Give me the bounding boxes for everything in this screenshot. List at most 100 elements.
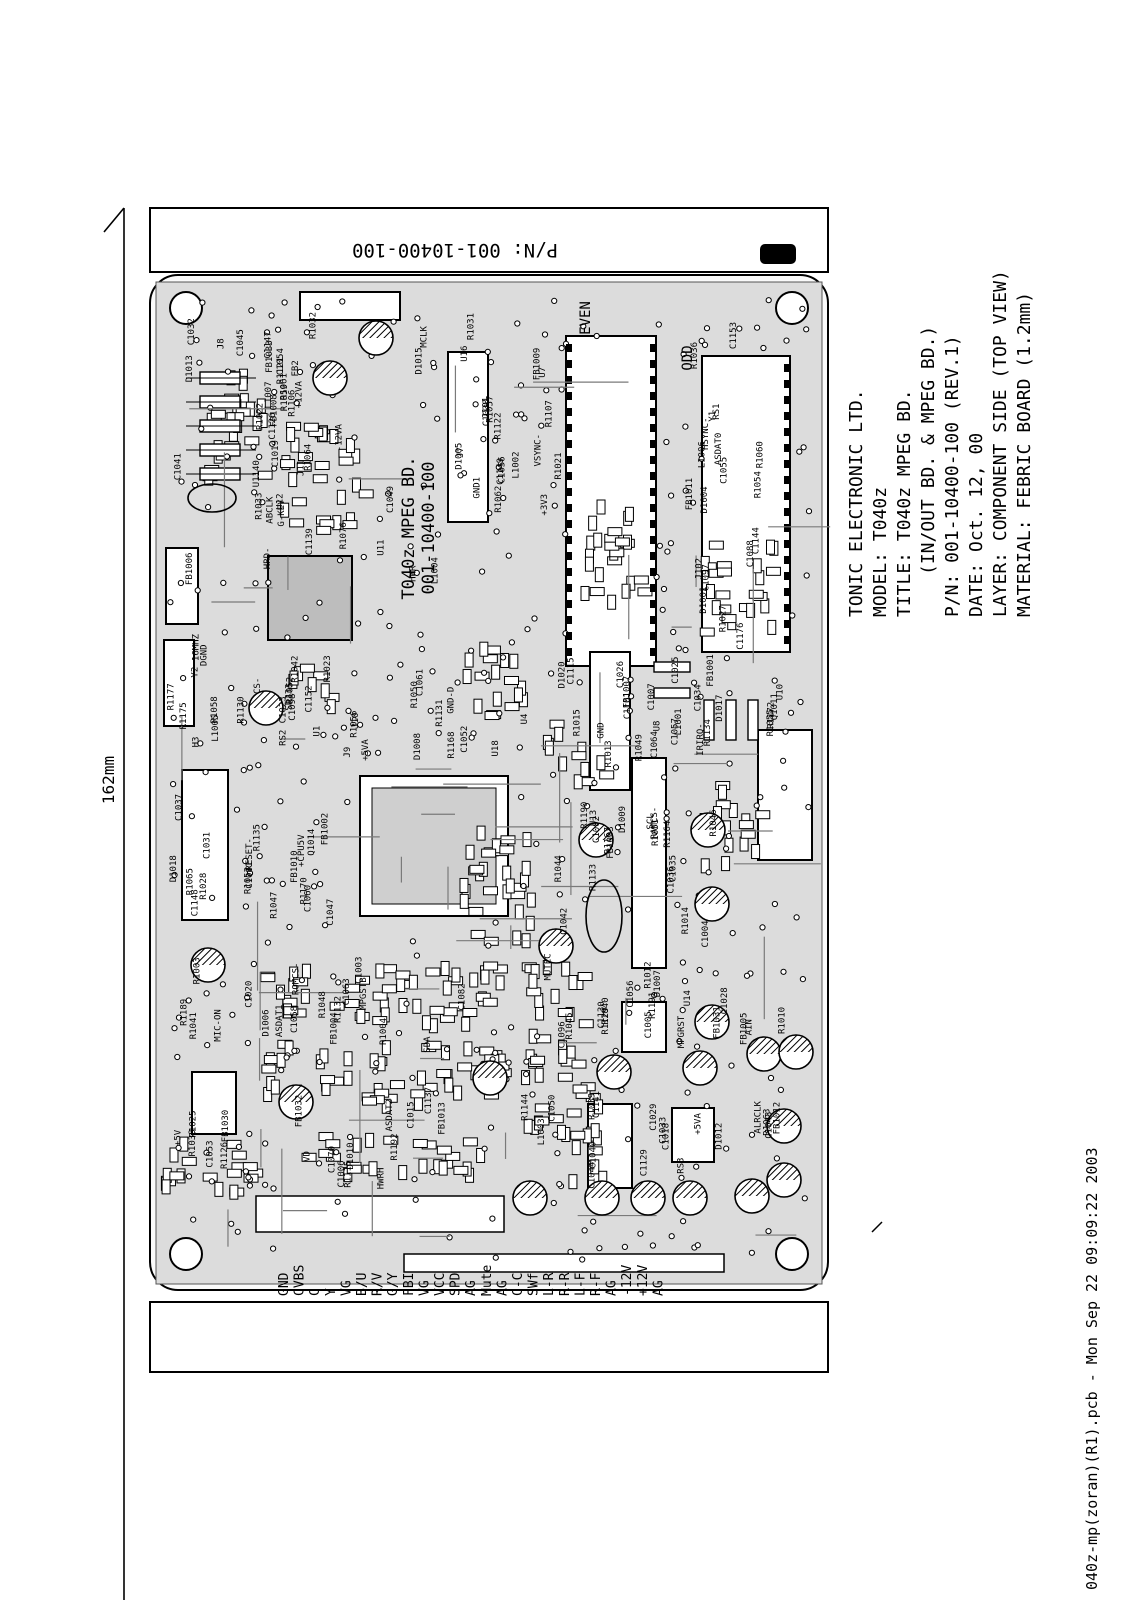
ref-designator: C1060 <box>303 885 313 912</box>
pin-label: AG <box>495 1280 510 1296</box>
pin-label: CVBS <box>293 1265 308 1296</box>
ref-designator: FB1030 <box>221 1110 231 1143</box>
ref-designator: R1076 <box>339 522 349 549</box>
ref-designator: R1063 <box>762 1109 772 1136</box>
ref-designator: U16 <box>460 346 470 362</box>
ref-designator: RESET- <box>245 838 255 871</box>
ref-designator: C1098 <box>288 694 298 721</box>
tb-layer: LAYER: COMPONENT SIDE (TOP VIEW) <box>990 270 1011 617</box>
ic-u11 <box>565 335 657 667</box>
ref-designator: C1004 <box>701 920 711 947</box>
part-number-text: P/N: 001-10400-100 <box>352 239 558 261</box>
ref-designator: R1168 <box>447 732 457 759</box>
pin-label: SPD <box>449 1272 464 1296</box>
ref-designator: L1002 <box>511 452 521 479</box>
ref-designator: C1018 <box>662 1123 672 1150</box>
ref-designator: R1023 <box>323 655 333 682</box>
ref-designator: R1107 <box>545 400 555 427</box>
ref-designator: C1141 <box>592 1091 602 1118</box>
ref-designator: ABCLK <box>266 496 276 524</box>
ref-designator: R1003 <box>192 957 202 984</box>
ref-designator: R1164 <box>663 821 673 848</box>
tb-date: DATE: Oct. 12, 00 <box>966 433 987 617</box>
ref-designator: D1005 <box>454 443 464 470</box>
ref-designator: VSYNC- <box>533 434 543 467</box>
ref-designator: CS- <box>253 678 263 694</box>
ref-designator: MUTEC <box>544 953 554 980</box>
electrolytic-capacitors <box>187 320 814 1216</box>
ref-designator: C1061 <box>415 669 425 696</box>
ref-designator: -12VA <box>335 424 345 452</box>
ref-designator: R1059 <box>280 384 290 411</box>
ref-designator: R1033 <box>255 493 265 520</box>
ref-designator: D1001 <box>699 587 709 614</box>
ref-designator: C1081 <box>245 862 255 889</box>
ref-designator: MIC-ON <box>214 1009 224 1042</box>
ref-designator: R1055 <box>766 709 776 736</box>
ref-designator: R1027 <box>718 605 728 632</box>
ref-designator: R1064 <box>304 444 314 471</box>
ref-designator: R1191 <box>648 992 658 1019</box>
ref-designator: C1043 <box>764 1112 774 1139</box>
ref-designator: C1040 <box>588 1142 598 1169</box>
ref-designator: Q1014 <box>307 829 317 856</box>
ref-designator: RS1 <box>712 404 722 420</box>
ref-designator: ALRCLK <box>753 1101 763 1134</box>
ref-designator: R1050 <box>410 681 420 708</box>
ref-designator: J8 <box>217 338 227 349</box>
ref-designator: ASDAT0 <box>714 433 724 466</box>
ref-designator: R1122 <box>493 413 503 440</box>
ref-designator: R1062 <box>494 486 504 513</box>
pin-label: C-C <box>511 1273 526 1296</box>
ref-designator: FB1010 <box>290 850 300 883</box>
ref-designator: C1038 <box>482 399 492 426</box>
ref-designator: C1055 <box>720 457 730 484</box>
ref-designator: R1028 <box>199 873 209 900</box>
ref-designator: FB1012 <box>773 1102 783 1135</box>
ref-designator: FB1013 <box>438 1102 448 1135</box>
ref-designator: D1020 <box>558 661 568 688</box>
ref-designator: C1064 <box>650 731 660 758</box>
ref-designator: U18 <box>491 740 501 756</box>
ref-designator: J102 <box>695 558 705 580</box>
ref-designator: J10 <box>351 713 361 729</box>
ref-designator: R1054 <box>753 471 763 498</box>
vias <box>167 297 831 1263</box>
pin-label: R-F <box>589 1272 604 1296</box>
ref-designator: L1005 <box>211 715 221 742</box>
ref-designator: C1097 <box>701 564 711 591</box>
ref-designator: FB1004 <box>329 1012 339 1045</box>
ref-designator: R1132 <box>333 996 343 1023</box>
ref-designator: R1177 <box>166 683 176 710</box>
ref-designator: C1153 <box>729 322 739 349</box>
ref-designator: FB1031 <box>713 1006 723 1039</box>
ref-designator: R1022 <box>256 403 266 430</box>
bottom-pad-row <box>255 1195 725 1273</box>
ref-designator: R1190 <box>580 802 590 829</box>
ref-designator: R1045 <box>565 1013 575 1040</box>
tick-mark <box>871 1221 883 1233</box>
ref-designator: R1021 <box>554 453 564 480</box>
ref-designator: L1007 <box>264 382 274 409</box>
ref-designator: D1013 <box>185 355 195 382</box>
ref-designator: C1028 <box>720 987 730 1014</box>
ref-designator: D1008 <box>413 733 423 760</box>
ref-designator: ROMCS- <box>292 963 302 996</box>
mounting-holes <box>169 291 809 1271</box>
ref-designator: R1042 <box>290 656 300 683</box>
ref-designator: R1010 <box>778 1007 788 1034</box>
ref-designator: C1126 <box>268 413 278 440</box>
ref-designator: R1172 <box>767 702 777 729</box>
ref-designator: R1049 <box>635 734 645 761</box>
ref-designator: C1057 <box>670 718 680 745</box>
ref-designator: MPGSTB <box>359 977 369 1010</box>
ref-designator: R1052 <box>286 677 296 704</box>
tb-title: TITLE: T040z MPEG BD. <box>894 389 915 617</box>
ref-designator: RAMCS- <box>650 807 660 840</box>
ref-designator: +CPU5V <box>297 834 307 867</box>
ref-designator: FB1033 <box>265 340 275 373</box>
